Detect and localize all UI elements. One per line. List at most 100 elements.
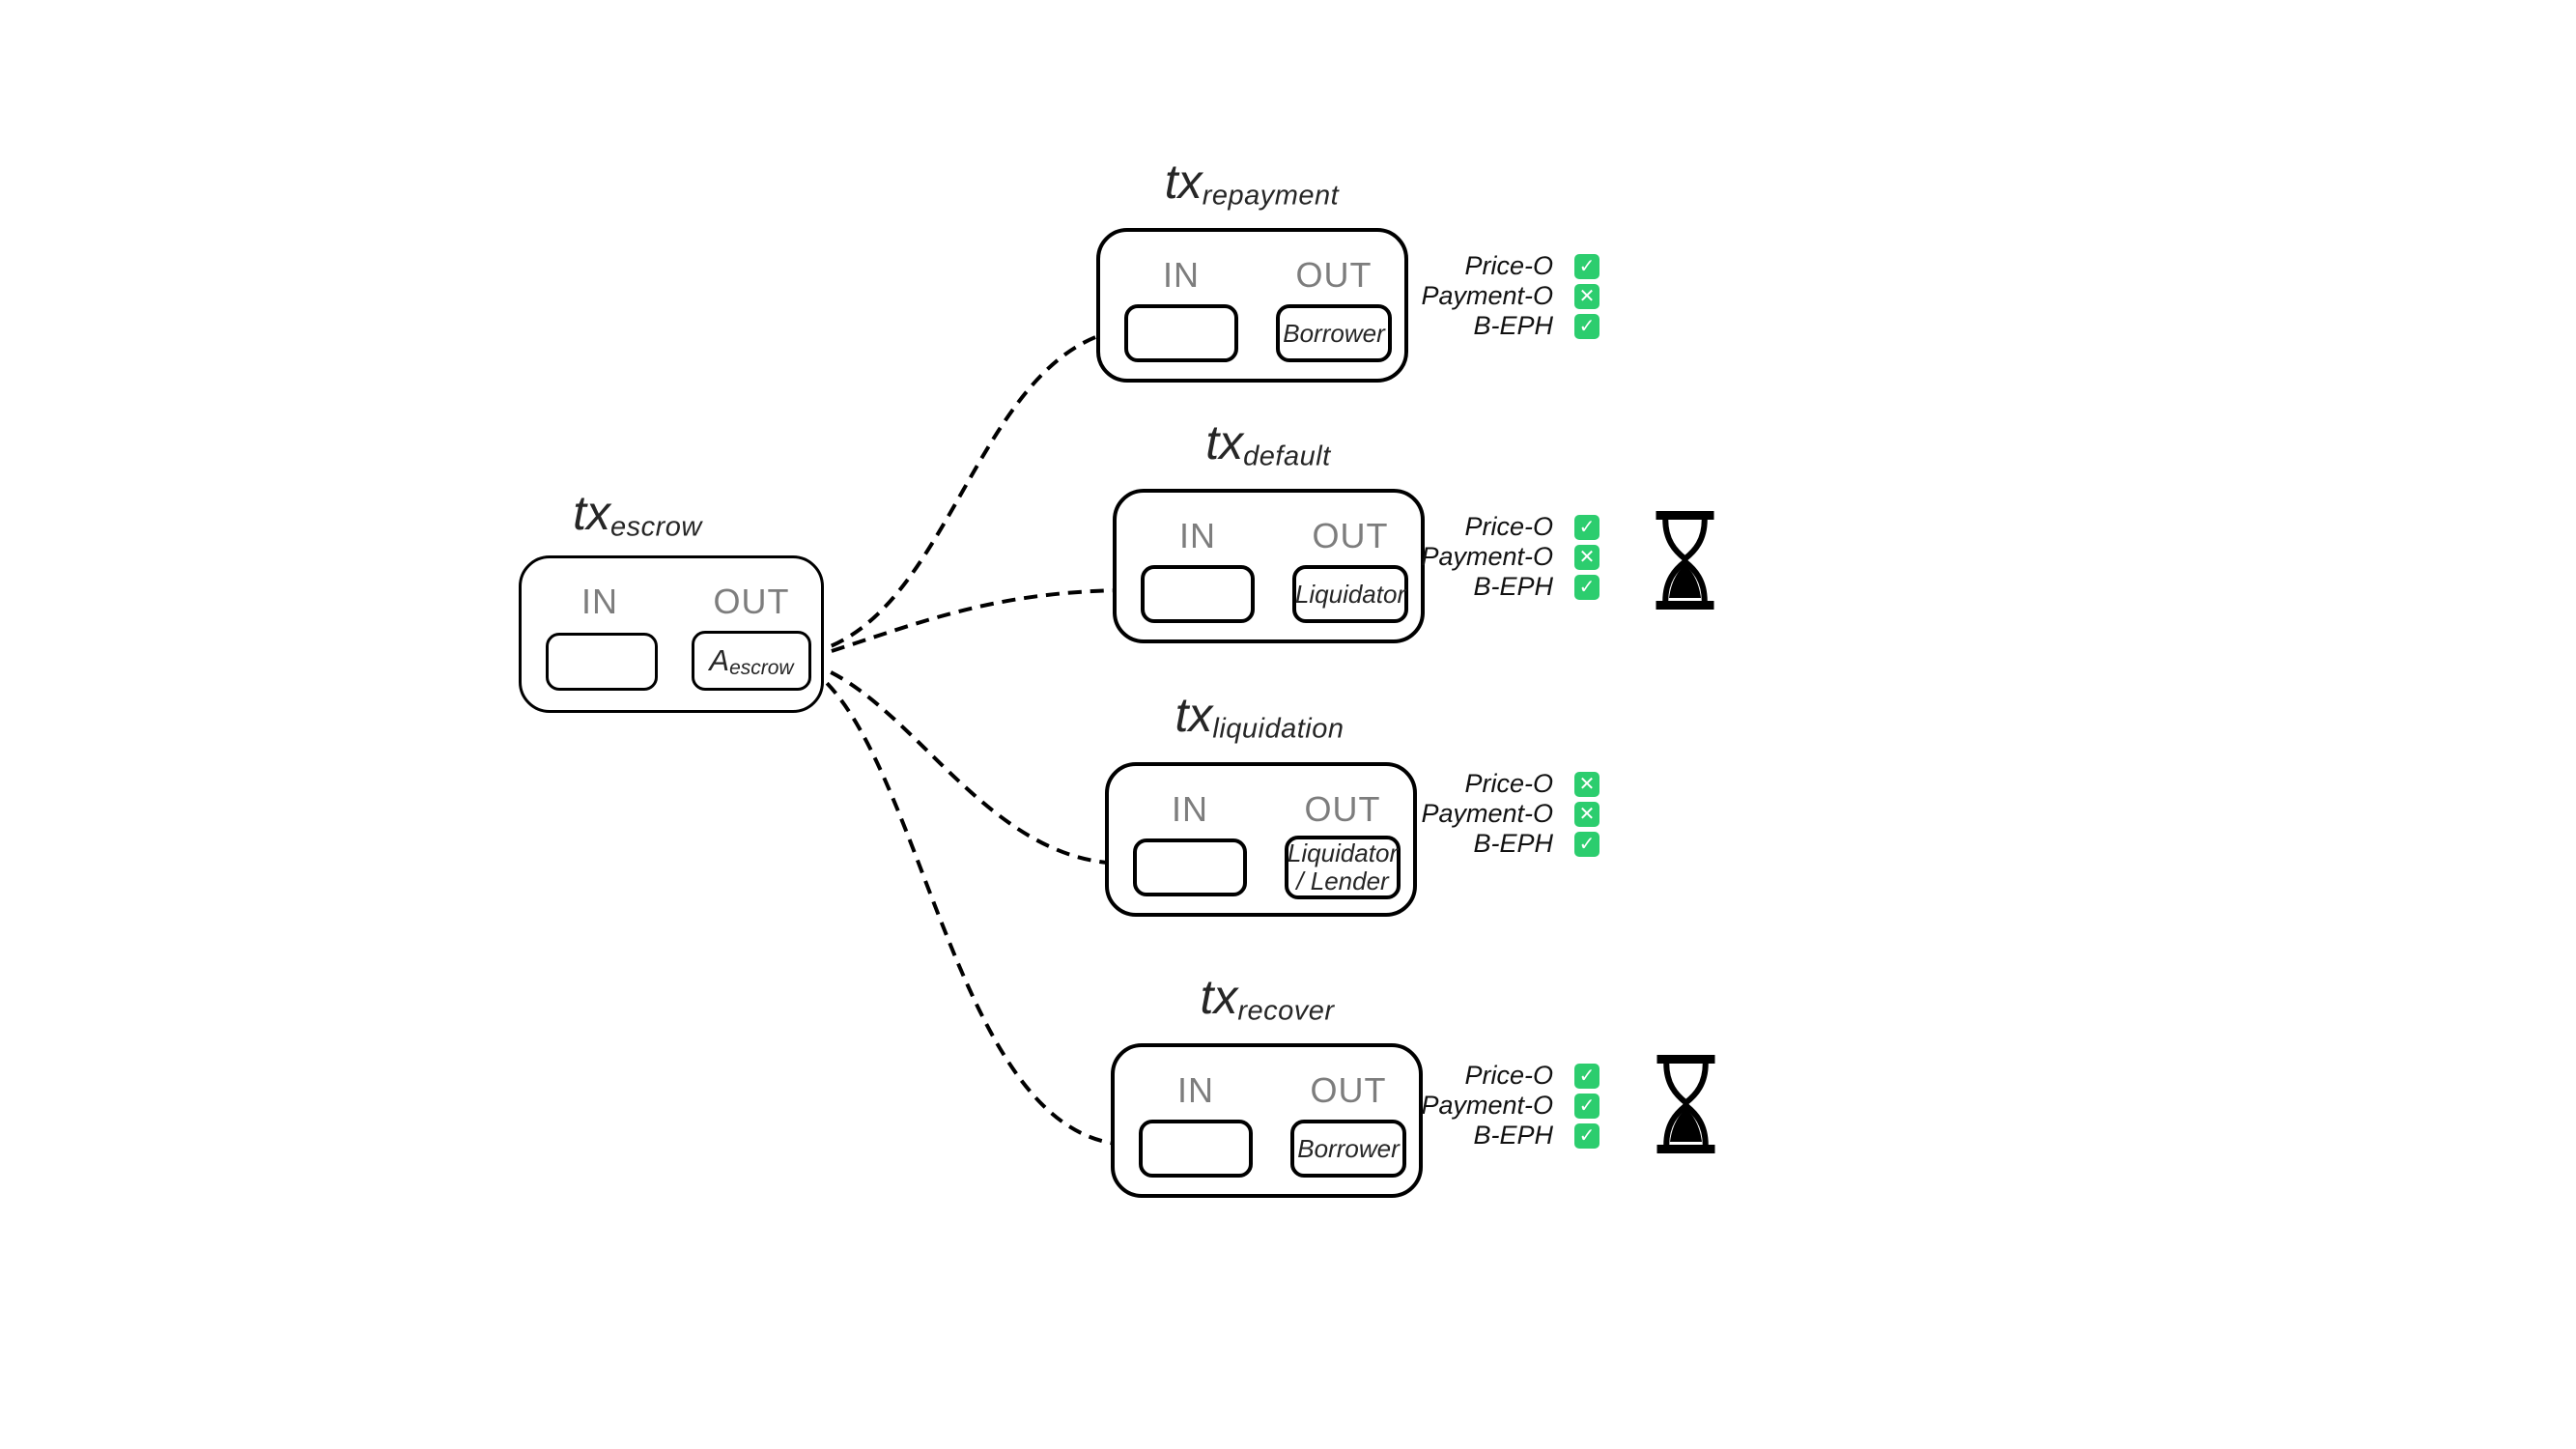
default-out-label: OUT: [1312, 516, 1389, 555]
cross-mark: ✕: [1578, 771, 1596, 795]
default-in-label: IN: [1179, 516, 1216, 555]
liquidation-out-recipient: Liquidator: [1287, 838, 1399, 867]
condition-label: Price-O: [1464, 1061, 1553, 1090]
check-mark: ✓: [1578, 1122, 1596, 1147]
condition-row: B-EPH ✓: [1280, 572, 1608, 602]
default-out-recipient: Liquidator: [1294, 579, 1406, 609]
check-mark: ✓: [1578, 514, 1596, 538]
condition-row: Price-O ✓: [1280, 251, 1608, 281]
liquidation-title: txliquidation: [1076, 688, 1443, 745]
check-mark: ✓: [1578, 1063, 1596, 1087]
liquidation-box: IN OUT Liquidator / Lender: [1105, 762, 1417, 917]
repayment-title: txrepayment: [1068, 155, 1435, 212]
check-mark: ✓: [1578, 313, 1596, 337]
condition-row: Payment-O ✕: [1280, 542, 1608, 572]
liquidation-in-slot: [1133, 838, 1247, 896]
repayment-out-recipient: Borrower: [1283, 318, 1385, 348]
checkbox-icon: ✓: [1574, 831, 1599, 857]
repayment-out-slot: Borrower: [1276, 304, 1392, 362]
escrow-out-slot: Aescrow: [692, 631, 811, 691]
cross-mark: ✕: [1578, 544, 1596, 568]
check-mark: ✓: [1578, 831, 1596, 855]
hourglass-icon: [1656, 511, 1714, 610]
recover-out-recipient: Borrower: [1297, 1133, 1400, 1163]
condition-label: Payment-O: [1421, 542, 1553, 571]
cross-mark: ✕: [1578, 283, 1596, 307]
check-mark: ✓: [1578, 253, 1596, 277]
condition-row: Price-O ✓: [1280, 1061, 1608, 1091]
condition-label: Price-O: [1464, 769, 1553, 798]
checkbox-icon: ✓: [1574, 514, 1599, 540]
condition-row: Price-O ✓: [1280, 512, 1608, 542]
condition-label: Price-O: [1464, 251, 1553, 280]
edge-escrow-to-default: [809, 582, 1136, 660]
condition-row: B-EPH ✓: [1280, 311, 1608, 341]
default-box: IN OUT Liquidator: [1113, 489, 1425, 643]
repayment-title-sub: repayment: [1202, 180, 1340, 212]
default-title-sub: default: [1243, 440, 1331, 472]
liquidation-out-label: OUT: [1304, 789, 1381, 829]
checkbox-icon: ✓: [1574, 574, 1599, 600]
recover-out-slot: Borrower: [1290, 1120, 1406, 1178]
condition-row: Price-O ✕: [1280, 769, 1608, 799]
checkbox-icon: ✓: [1574, 253, 1599, 279]
hourglass-icon: [1656, 1055, 1715, 1153]
condition-row: B-EPH ✓: [1280, 1121, 1608, 1151]
liquidation-out-recipient-line2: / Lender: [1296, 867, 1389, 895]
default-title: txdefault: [1085, 415, 1452, 472]
escrow-title: txescrow: [493, 486, 782, 543]
condition-label: B-EPH: [1473, 311, 1553, 340]
escrow-out-label: OUT: [713, 582, 790, 621]
condition-label: Price-O: [1464, 512, 1553, 541]
repayment-in-slot: [1124, 304, 1238, 362]
condition-row: Payment-O ✕: [1280, 281, 1608, 311]
escrow-out-asset-label: Aescrow: [709, 643, 793, 678]
cross-mark: ✕: [1578, 801, 1596, 825]
escrow-in-label: IN: [581, 582, 618, 621]
default-title-base: tx: [1205, 415, 1244, 469]
condition-label: B-EPH: [1473, 829, 1553, 858]
recover-title-sub: recover: [1237, 995, 1335, 1027]
repayment-box: IN OUT Borrower: [1096, 228, 1408, 383]
liquidation-out-slot: Liquidator / Lender: [1285, 836, 1401, 899]
default-conditions: Price-O ✓ Payment-O ✕ B-EPH ✓: [1280, 512, 1608, 602]
check-mark: ✓: [1578, 1093, 1596, 1117]
escrow-asset-sub: escrow: [729, 657, 794, 680]
repayment-title-base: tx: [1164, 155, 1203, 209]
condition-label: Payment-O: [1421, 1091, 1553, 1120]
checkbox-icon: ✓: [1574, 1122, 1599, 1149]
recover-conditions: Price-O ✓ Payment-O ✓ B-EPH ✓: [1280, 1061, 1608, 1151]
checkbox-icon: ✓: [1574, 1063, 1599, 1089]
checkbox-icon: ✕: [1574, 544, 1599, 570]
recover-in-label: IN: [1177, 1070, 1214, 1110]
checkbox-icon: ✕: [1574, 771, 1599, 797]
checkbox-icon: ✕: [1574, 801, 1599, 827]
escrow-title-base: tx: [573, 486, 611, 540]
liquidation-title-base: tx: [1175, 688, 1213, 742]
condition-label: Payment-O: [1421, 799, 1553, 828]
edge-escrow-to-repayment: [809, 327, 1119, 655]
condition-label: B-EPH: [1473, 572, 1553, 601]
escrow-asset-base: A: [709, 643, 730, 677]
escrow-in-slot: [546, 633, 658, 691]
liquidation-title-sub: liquidation: [1212, 713, 1345, 745]
recover-box: IN OUT Borrower: [1111, 1043, 1423, 1198]
checkbox-icon: ✓: [1574, 313, 1599, 339]
repayment-in-label: IN: [1163, 255, 1200, 295]
checkbox-icon: ✕: [1574, 283, 1599, 309]
condition-row: B-EPH ✓: [1280, 829, 1608, 859]
check-mark: ✓: [1578, 574, 1596, 598]
escrow-title-sub: escrow: [610, 511, 702, 543]
condition-row: Payment-O ✓: [1280, 1091, 1608, 1121]
recover-title-base: tx: [1200, 970, 1238, 1024]
condition-row: Payment-O ✕: [1280, 799, 1608, 829]
checkbox-icon: ✓: [1574, 1093, 1599, 1119]
condition-label: Payment-O: [1421, 281, 1553, 310]
liquidation-conditions: Price-O ✕ Payment-O ✕ B-EPH ✓: [1280, 769, 1608, 859]
liquidation-in-label: IN: [1172, 789, 1208, 829]
recover-in-slot: [1139, 1120, 1253, 1178]
default-out-slot: Liquidator: [1292, 565, 1408, 623]
escrow-box: IN OUT Aescrow: [519, 555, 824, 713]
default-in-slot: [1141, 565, 1255, 623]
